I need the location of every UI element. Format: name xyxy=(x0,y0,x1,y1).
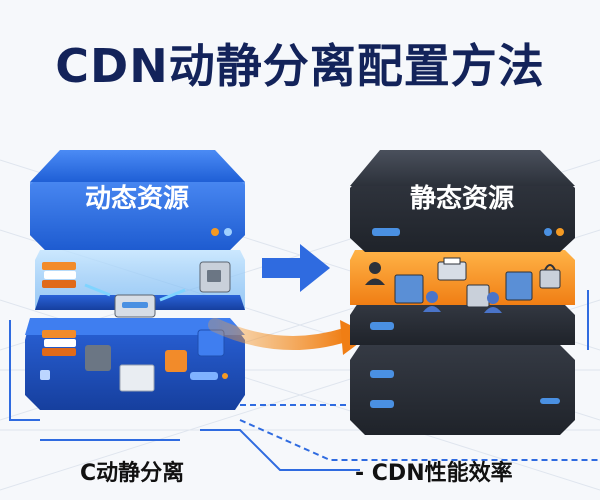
status-dot xyxy=(211,228,219,236)
shopping-bag-icon xyxy=(539,264,561,289)
status-dot xyxy=(544,228,552,236)
dynamic-server xyxy=(25,150,245,410)
indicator-strip xyxy=(370,370,394,378)
printer-icon xyxy=(437,257,467,281)
indicator-light xyxy=(40,370,50,380)
static-server xyxy=(350,150,575,435)
user-icon xyxy=(484,292,502,313)
indicator-strip xyxy=(190,372,218,380)
book-stack-icon xyxy=(42,262,76,288)
indicator-strip xyxy=(370,400,394,408)
left-caption: C动静分离 xyxy=(80,461,185,486)
right-caption: - CDN性能效率 xyxy=(355,461,513,486)
indicator-dot xyxy=(222,373,228,379)
indicator-strip xyxy=(370,322,394,330)
status-dot xyxy=(224,228,232,236)
page-title: CDN动静分离配置方法 xyxy=(55,39,545,93)
network-lines xyxy=(9,290,600,471)
server-box-icon xyxy=(114,294,156,318)
indicator-strip xyxy=(540,398,560,404)
package-box-icon xyxy=(85,329,225,392)
static-server-label: 静态资源 xyxy=(409,184,514,214)
status-dot xyxy=(556,228,564,236)
dynamic-server-label: 动态资源 xyxy=(84,184,189,214)
book-stack-icon xyxy=(42,330,76,356)
flow-arrow-right xyxy=(262,244,330,292)
flow-arrows xyxy=(84,283,186,302)
user-icon xyxy=(365,262,385,285)
server-box-icon xyxy=(199,261,231,293)
package-box-icon xyxy=(394,271,533,308)
indicator-strip xyxy=(372,228,400,236)
user-icon xyxy=(423,291,441,312)
